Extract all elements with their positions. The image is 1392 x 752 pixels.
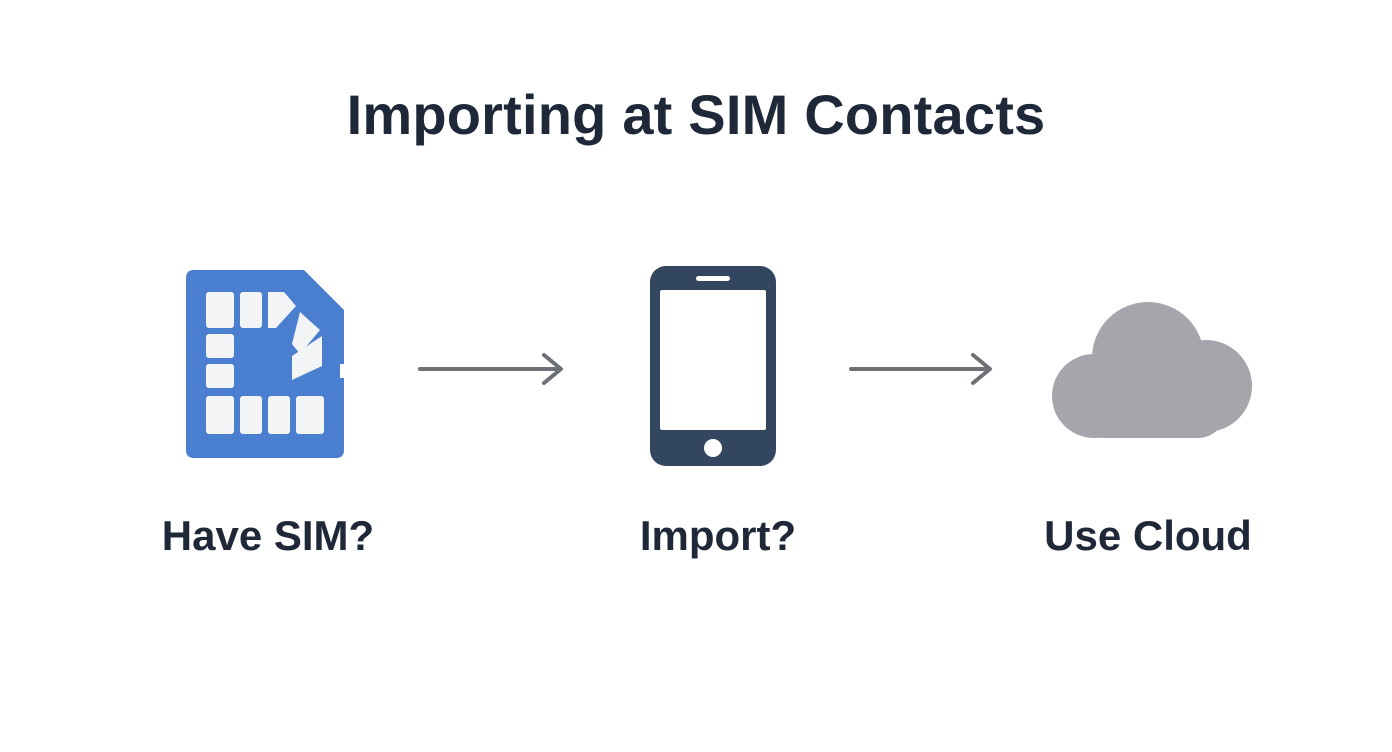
step-label-use-cloud: Use Cloud: [1044, 512, 1252, 559]
step-label-import: Import?: [639, 512, 797, 559]
arrow-right-icon: [418, 352, 566, 386]
sim-card-icon: [184, 268, 346, 460]
step-label-have-sim: Have SIM?: [161, 512, 375, 559]
diagram-title: Importing at SIM Contacts: [346, 83, 1046, 146]
smartphone-icon: [648, 264, 778, 468]
arrow-right-icon: [849, 352, 995, 386]
cloud-icon: [1046, 300, 1254, 440]
